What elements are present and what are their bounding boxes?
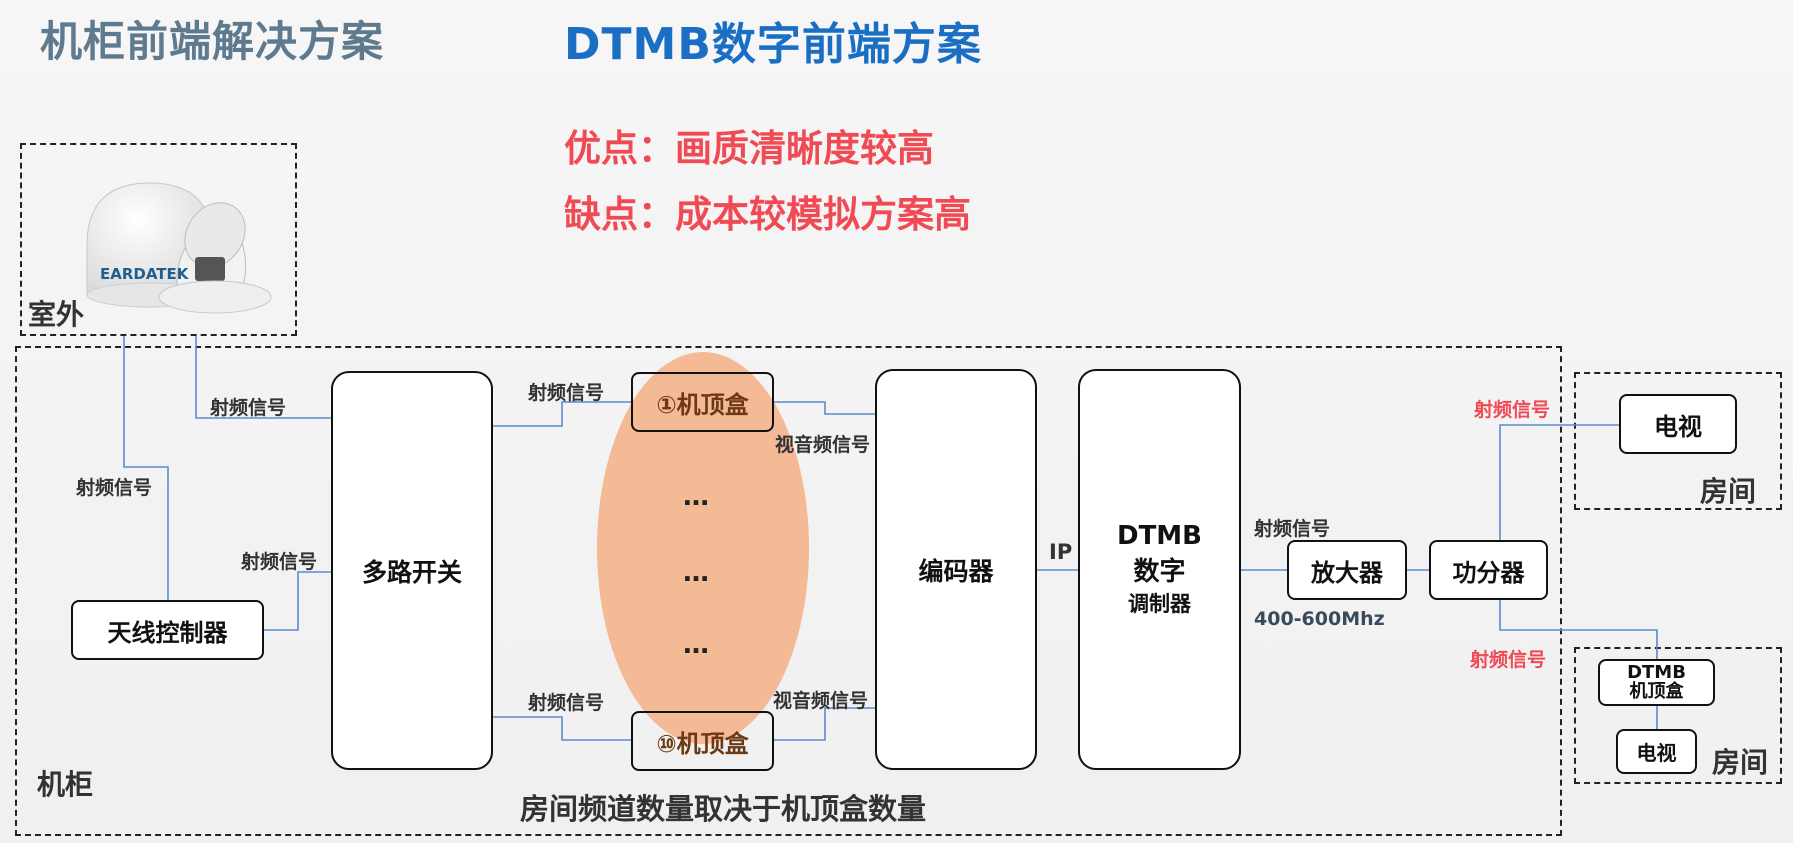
stb-room2-line1: DTMB [1627,661,1686,683]
ellipsis-3: … [683,630,711,660]
satellite-antenna-icon: EARDATEK [86,182,272,314]
amplifier-box: 放大器 [1287,540,1407,600]
footer-note: 房间频道数量取决于机顶盒数量 [520,792,927,826]
rf-label-splitter-room2: 射频信号 [1470,649,1547,671]
antenna-brand-label: EARDATEK [100,265,190,283]
ip-label: IP [1049,540,1073,564]
tv-room2-box: 电视 [1616,729,1697,774]
antenna-controller-box: 天线控制器 [71,600,264,660]
av-label-stb1-encoder: 视音频信号 [775,434,871,456]
stb-room2-line2: 机顶盒 [1629,680,1684,702]
splitter-box: 功分器 [1429,540,1548,600]
tv-room1-box: 电视 [1619,394,1737,454]
outdoor-label: 室外 [28,298,85,331]
advantage-text: 优点：画质清晰度较高 [564,127,934,170]
modulator-line2: 数字 [1133,557,1186,587]
rf-label-antenna-controller: 射频信号 [76,477,153,499]
stb-first-box: ①机顶盒 [631,372,774,432]
page-title: 机柜前端解决方案 [40,17,385,66]
rf-label-controller-switch: 射频信号 [241,551,318,573]
multiswitch-box: 多路开关 [331,371,493,770]
encoder-box: 编码器 [875,369,1037,770]
room2-zone [1574,647,1782,784]
room2-label: 房间 [1712,746,1769,779]
stb-last-box: ⑩机顶盒 [631,711,774,771]
room1-zone [1574,372,1782,510]
cabinet-zone [15,346,1562,836]
rf-label-switch-stb10: 射频信号 [528,692,605,714]
rf-label-modulator-amplifier: 射频信号 [1254,518,1331,540]
dtmb-modulator-box: DTMB 数字 调制器 [1078,369,1241,770]
ellipsis-2: … [683,558,711,588]
stb-room2-box: DTMB 机顶盒 [1598,659,1715,706]
scheme-title: DTMB数字前端方案 [564,19,982,70]
cabinet-label: 机柜 [37,768,94,801]
ellipsis-1: … [683,482,711,512]
rf-label-splitter-room1: 射频信号 [1474,399,1551,421]
frequency-range-label: 400-600Mhz [1254,608,1385,630]
modulator-line1: DTMB [1116,521,1202,551]
room1-label: 房间 [1700,475,1757,508]
modulator-line3: 调制器 [1128,592,1191,616]
rf-label-switch-stb1: 射频信号 [528,382,605,404]
outdoor-zone [20,143,297,336]
disadvantage-text: 缺点：成本较模拟方案高 [564,193,971,236]
av-label-stb10-encoder: 视音频信号 [773,690,869,712]
rf-label-antenna-switch: 射频信号 [210,397,287,419]
